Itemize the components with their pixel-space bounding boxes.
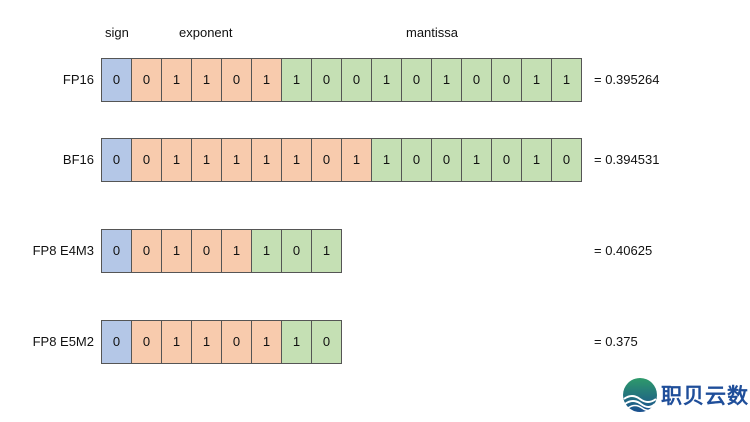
exponent-bit: 0 — [221, 58, 252, 102]
mantissa-bit: 1 — [311, 229, 342, 273]
exponent-bit: 0 — [131, 58, 162, 102]
mantissa-bit: 0 — [551, 138, 582, 182]
mantissa-bit: 0 — [431, 138, 462, 182]
format-label: BF16 — [62, 152, 94, 167]
sign-header: sign — [105, 25, 129, 40]
mantissa-bit: 1 — [551, 58, 582, 102]
exponent-bit: 0 — [131, 320, 162, 364]
mantissa-bit: 1 — [521, 58, 552, 102]
logo: 职贝云数 — [622, 377, 749, 413]
mantissa-bit: 1 — [521, 138, 552, 182]
sign-bit: 0 — [101, 138, 132, 182]
exponent-bit: 0 — [221, 320, 252, 364]
sign-bit: 0 — [101, 229, 132, 273]
exponent-bit: 1 — [221, 138, 252, 182]
sign-bit: 0 — [101, 320, 132, 364]
mantissa-bit: 0 — [341, 58, 372, 102]
exponent-bit: 1 — [281, 138, 312, 182]
mantissa-bit: 0 — [491, 58, 522, 102]
mantissa-bit: 1 — [281, 320, 312, 364]
exponent-bit: 1 — [251, 58, 282, 102]
mantissa-bit: 1 — [431, 58, 462, 102]
mantissa-bit: 0 — [401, 138, 432, 182]
mantissa-bit: 1 — [371, 58, 402, 102]
mantissa-bit: 1 — [251, 229, 282, 273]
logo-text: 职贝云数 — [661, 384, 749, 408]
mantissa-bit: 0 — [491, 138, 522, 182]
exponent-bit: 1 — [191, 138, 222, 182]
mantissa-bit: 0 — [281, 229, 312, 273]
mantissa-header: mantissa — [406, 25, 459, 40]
exponent-bit: 1 — [191, 320, 222, 364]
exponent-bit: 0 — [131, 138, 162, 182]
exponent-bit: 1 — [161, 58, 192, 102]
decimal-value: = 0.40625 — [594, 243, 653, 258]
exponent-bit: 0 — [131, 229, 162, 273]
mantissa-bit: 1 — [281, 58, 312, 102]
exponent-bit: 1 — [191, 58, 222, 102]
format-label: FP8 E5M2 — [32, 334, 94, 349]
mantissa-bit: 1 — [461, 138, 492, 182]
mantissa-bit: 0 — [401, 58, 432, 102]
exponent-bit: 1 — [221, 229, 252, 273]
exponent-bit: 1 — [251, 138, 282, 182]
mantissa-bit: 1 — [371, 138, 402, 182]
exponent-bit: 1 — [341, 138, 372, 182]
mantissa-bit: 0 — [311, 58, 342, 102]
exponent-bit: 1 — [161, 138, 192, 182]
sign-bit: 0 — [101, 58, 132, 102]
logo-wave-icon — [623, 378, 657, 412]
mantissa-bit: 0 — [461, 58, 492, 102]
decimal-value: = 0.395264 — [594, 72, 660, 87]
decimal-value: = 0.375 — [594, 334, 638, 349]
exponent-bit: 0 — [311, 138, 342, 182]
format-label: FP16 — [62, 72, 94, 87]
exponent-bit: 0 — [191, 229, 222, 273]
exponent-bit: 1 — [161, 229, 192, 273]
format-label: FP8 E4M3 — [32, 243, 94, 258]
exponent-header: exponent — [179, 25, 233, 40]
exponent-bit: 1 — [161, 320, 192, 364]
mantissa-bit: 0 — [311, 320, 342, 364]
decimal-value: = 0.394531 — [594, 152, 660, 167]
exponent-bit: 1 — [251, 320, 282, 364]
